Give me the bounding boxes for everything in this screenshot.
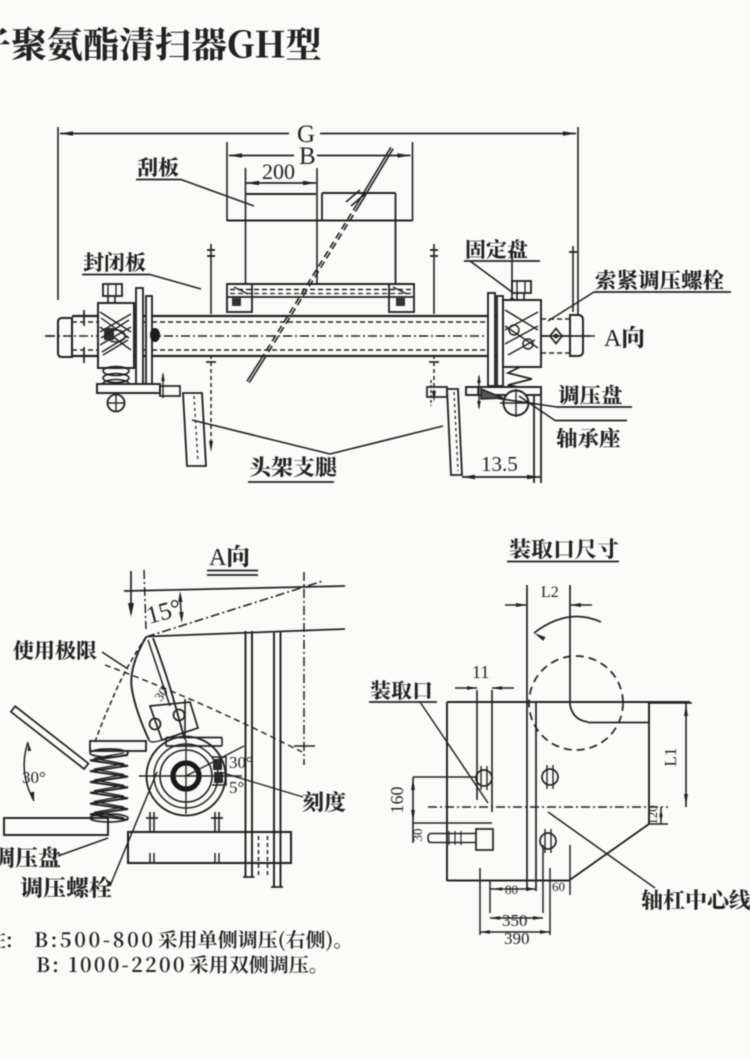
svg-text:B: B: [299, 143, 316, 170]
svg-text:11: 11: [472, 662, 489, 682]
svg-text:80: 80: [505, 882, 518, 897]
svg-text:390: 390: [504, 929, 530, 948]
svg-text:160: 160: [387, 787, 407, 814]
svg-text:L2: L2: [541, 584, 559, 601]
svg-text:120: 120: [645, 805, 660, 825]
svg-text:60: 60: [552, 879, 565, 894]
svg-text:5°: 5°: [229, 778, 244, 797]
svg-text:30°: 30°: [22, 768, 46, 787]
svg-text:13.5: 13.5: [481, 452, 518, 476]
svg-text:L1: L1: [661, 748, 680, 767]
svg-text:30: 30: [410, 829, 425, 842]
svg-text:A: A: [604, 326, 622, 352]
svg-text:30°: 30°: [229, 753, 253, 772]
svg-text:G: G: [297, 121, 315, 148]
svg-text:200: 200: [262, 159, 295, 184]
svg-text:A: A: [209, 545, 227, 571]
svg-text:30': 30': [151, 683, 172, 704]
svg-text:350: 350: [502, 911, 528, 930]
